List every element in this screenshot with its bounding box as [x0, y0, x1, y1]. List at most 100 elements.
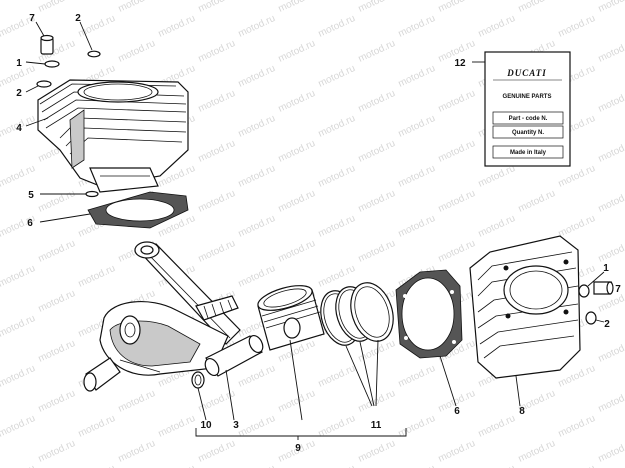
o-ring-1-right: [578, 284, 590, 298]
watermark-text: motod.ru: [557, 213, 597, 240]
callout-6-left: 6: [27, 218, 33, 229]
watermark-text: motod.ru: [0, 163, 37, 190]
circlip: [191, 371, 205, 389]
watermark-text: motod.ru: [557, 13, 597, 40]
watermark-text: motod.ru: [77, 13, 117, 40]
o-ring-1-top: [44, 60, 60, 68]
piston-rings: [320, 282, 394, 346]
watermark-text: motod.ru: [437, 238, 477, 265]
watermark-text: motod.ru: [277, 0, 317, 15]
watermark-text: motod.ru: [0, 413, 37, 440]
watermark-text: motod.ru: [357, 38, 397, 65]
watermark-text: motod.ru: [597, 88, 625, 115]
callout-8: 8: [519, 406, 525, 417]
watermark-text: motod.ru: [77, 413, 117, 440]
watermark-text: motod.ru: [397, 113, 437, 140]
watermark-text: motod.ru: [37, 288, 77, 315]
watermark-text: motod.ru: [477, 13, 517, 40]
label-part-code: Part - code N.: [509, 116, 548, 122]
head-gasket-bottom: [395, 269, 463, 359]
watermark-text: motod.ru: [597, 38, 625, 65]
watermark-text: motod.ru: [437, 138, 477, 165]
o-ring-2-top-left: [36, 80, 52, 88]
watermark-text: motod.ru: [397, 213, 437, 240]
watermark-text: motod.ru: [557, 163, 597, 190]
watermark-text: motod.ru: [517, 0, 557, 15]
label-quantity: Quantity N.: [512, 130, 544, 136]
watermark-text: motod.ru: [237, 113, 277, 140]
watermark-text: motod.ru: [117, 38, 157, 65]
callout-7-top: 7: [29, 13, 35, 24]
watermark-text: motod.ru: [277, 38, 317, 65]
watermark-text: motod.ru: [357, 238, 397, 265]
watermark-text: motod.ru: [317, 63, 357, 90]
watermark-text: motod.ru: [517, 438, 557, 465]
watermark-text: motod.ru: [237, 363, 277, 390]
watermark-text: motod.ru: [277, 388, 317, 415]
watermark-text: motod.ru: [197, 238, 237, 265]
watermark-text: motod.ru: [0, 363, 37, 390]
watermark-text: motod.ru: [117, 0, 157, 15]
watermark-text: motod.ru: [37, 388, 77, 415]
callout-7-right: 7: [615, 284, 621, 295]
callout-6-bottom: 6: [454, 406, 460, 417]
label-made-in: Made in Italy: [510, 150, 547, 156]
callout-1-top: 1: [16, 58, 22, 69]
callout-2-left: 2: [16, 88, 22, 99]
watermark-text: motod.ru: [77, 463, 117, 468]
watermark-text: motod.ru: [397, 163, 437, 190]
watermark-text: motod.ru: [477, 463, 517, 468]
callout-9: 9: [295, 443, 301, 454]
watermark-text: motod.ru: [597, 138, 625, 165]
watermark-text: motod.ru: [357, 188, 397, 215]
watermark-text: motod.ru: [317, 463, 357, 468]
watermark-text: motod.ru: [597, 188, 625, 215]
watermark-text: motod.ru: [157, 413, 197, 440]
watermark-text: motod.ru: [77, 263, 117, 290]
watermark-text: motod.ru: [597, 338, 625, 365]
watermark-text: motod.ru: [437, 188, 477, 215]
leader-lines: [25, 21, 612, 440]
watermark-text: motod.ru: [397, 463, 437, 468]
watermark-text: motod.ru: [277, 88, 317, 115]
callout-2-right: 2: [604, 319, 610, 330]
cylinder-right: [469, 235, 581, 379]
watermark-text: motod.ru: [197, 138, 237, 165]
watermark-text: motod.ru: [317, 363, 357, 390]
callout-3: 3: [233, 420, 239, 431]
dowel-pin-right: [593, 281, 614, 295]
watermark-text: motod.ru: [517, 188, 557, 215]
cylinder-assembly-top: [36, 34, 189, 229]
watermark-text: motod.ru: [317, 213, 357, 240]
callout-1-right: 1: [603, 263, 609, 274]
o-ring-2-top-right: [87, 50, 101, 58]
dowel-pin-top: [40, 34, 54, 55]
watermark-text: motod.ru: [317, 13, 357, 40]
watermark-text: motod.ru: [237, 463, 277, 468]
watermark-text: motod.ru: [237, 213, 277, 240]
watermark-text: motod.ru: [37, 438, 77, 465]
callout-4: 4: [16, 123, 22, 134]
cylinder-body-top: [37, 79, 189, 193]
watermark-text: motod.ru: [597, 388, 625, 415]
crankshaft-assembly: [83, 241, 241, 392]
callout-10: 10: [200, 420, 212, 431]
watermark-text: motod.ru: [237, 13, 277, 40]
label-brand: DUCATI: [506, 68, 547, 78]
watermark-text: motod.ru: [117, 388, 157, 415]
callout-numbers: 7 2 1 2 4 5 6 12 1 7 2 10 3 11 6 8 9: [16, 13, 621, 454]
watermark-text: motod.ru: [317, 113, 357, 140]
watermark-text: motod.ru: [557, 413, 597, 440]
watermark-text: motod.ru: [437, 438, 477, 465]
watermark-text: motod.ru: [357, 88, 397, 115]
watermark-text: motod.ru: [0, 313, 37, 340]
o-ring-5: [85, 190, 99, 198]
watermark-text: motod.ru: [197, 0, 237, 15]
watermark-text: motod.ru: [197, 38, 237, 65]
watermark-text: motod.ru: [397, 13, 437, 40]
watermark-text: motod.ru: [237, 63, 277, 90]
watermark-text: motod.ru: [397, 63, 437, 90]
callout-12: 12: [454, 58, 466, 69]
genuine-parts-label-card: DUCATI GENUINE PARTS Part - code N. Quan…: [484, 51, 571, 167]
